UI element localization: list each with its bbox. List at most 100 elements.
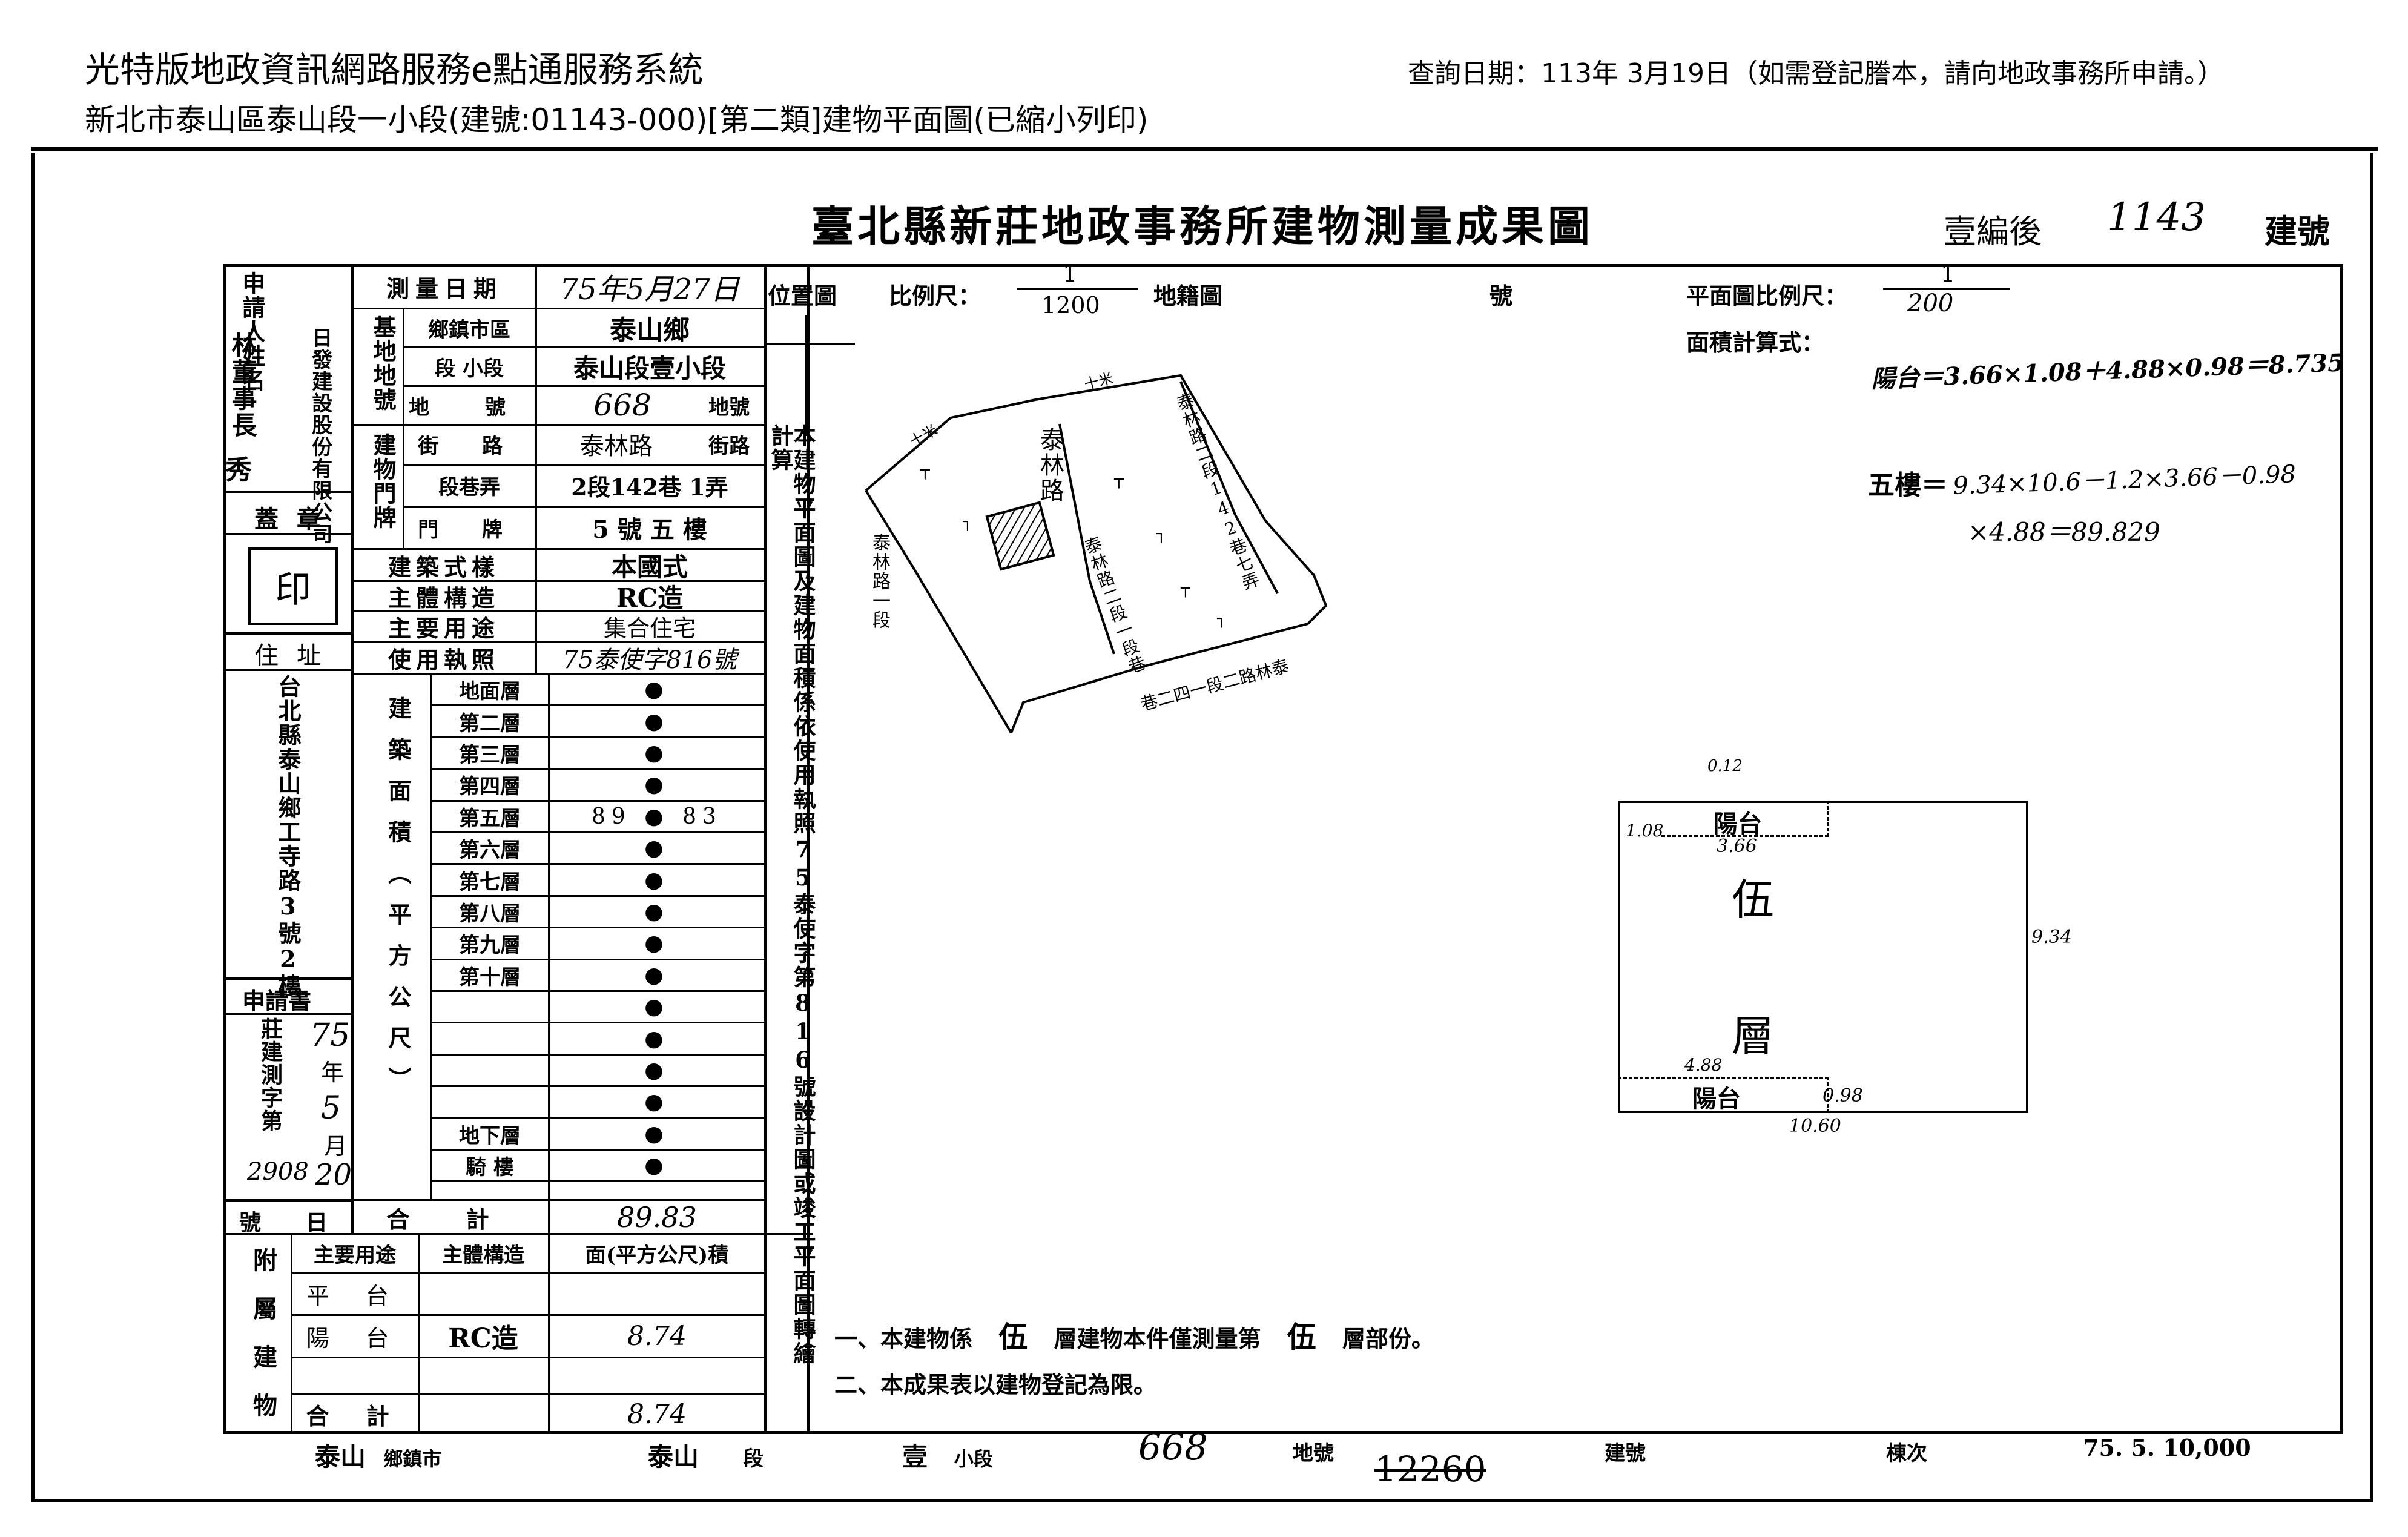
application-year-unit: 年 — [321, 1059, 345, 1086]
floor-row: 地面層 ● — [432, 675, 764, 707]
system-title: 光特版地政資訊網路服務e點通服務系統 — [85, 49, 704, 90]
door-label: 建物門牌 — [369, 433, 397, 530]
floor-name — [432, 1087, 548, 1117]
floor-area: 89 ● 83 — [592, 804, 722, 829]
map-road-1: 泰林路 — [1036, 427, 1064, 503]
floor-row: 第二層● — [432, 706, 764, 738]
annex-header-structure: 主體構造 — [442, 1243, 524, 1268]
footer-bldg-order-label: 棟次 — [1886, 1441, 1927, 1466]
seal-label: 蓋章 — [254, 505, 339, 534]
floor-row: 第七層● — [432, 865, 764, 897]
floor-row: ● — [432, 1056, 764, 1088]
land-suffix: 地號 — [708, 395, 750, 420]
floor-name: 第六層 — [459, 838, 521, 863]
floor-name: 地面層 — [459, 679, 521, 704]
floor-row: 地下層 ● — [432, 1119, 764, 1151]
day-label: 日 — [306, 1210, 328, 1235]
annex-row-area: 8.74 — [627, 1320, 687, 1352]
floor-row: 第八層 ● — [432, 897, 764, 929]
annex-header-use: 主要用途 — [314, 1243, 396, 1268]
floor-area: ● — [644, 740, 670, 765]
floor-name: 第八層 — [459, 901, 521, 926]
floor-area: ● — [644, 962, 670, 988]
total-label: 合 計 — [386, 1205, 513, 1233]
section-label: 段 小段 — [435, 356, 504, 381]
township-value: 泰山鄉 — [610, 315, 690, 346]
floor-row: ● — [432, 992, 764, 1024]
map-road-3: 泰林路一段 — [869, 533, 890, 630]
floor-area: ● — [644, 709, 670, 734]
floor-area: ● — [644, 1026, 670, 1051]
floor-name: 第三層 — [459, 742, 521, 767]
floor-char-1: 伍 — [1732, 875, 1774, 925]
floor-area: ● — [644, 677, 670, 702]
application-month-unit: 月 — [324, 1133, 348, 1160]
use-value: 集合住宅 — [603, 615, 696, 642]
floor-row: 第十層● — [432, 960, 764, 992]
dim-934: 9.34 — [2031, 927, 2072, 948]
street-suffix: 街路 — [708, 434, 750, 458]
base-label: 基地地號 — [369, 315, 397, 412]
floor-name — [432, 1023, 548, 1053]
scale-1200-num: 1 — [1063, 260, 1078, 287]
doorno-value: 5 號 五 樓 — [592, 515, 707, 544]
form-main-title: 臺北縣新莊地政事務所建物測量成果圖 — [811, 201, 1594, 251]
formula-label: 面積計算式： — [1686, 329, 1825, 356]
footer-print: 75. 5. 10,000 — [2083, 1434, 2251, 1461]
annex-row-use: 平 台 — [306, 1282, 404, 1309]
location-sketch: ┬ ┐ ┬ ┐ ┬ ┐ — [865, 374, 1328, 734]
style-label: 建築式樣 — [388, 553, 500, 581]
note-1: 一、本建物係 伍 層建物本件僅測量第 伍 層部份。 — [834, 1320, 1435, 1354]
floor-row: ● — [432, 1023, 764, 1056]
floor-row: 騎 樓● — [432, 1151, 764, 1183]
floor-area: ● — [644, 1121, 670, 1146]
floor-char-2: 層 — [1732, 1011, 1774, 1061]
location-map-label: 位置圖 — [768, 282, 837, 309]
street-value: 泰林路 — [580, 432, 653, 460]
floor-name: 第四層 — [459, 775, 521, 799]
map-mark: ┐ — [1156, 525, 1166, 543]
floor-area: ● — [644, 994, 670, 1020]
register-label: 壹編後 — [1944, 213, 2042, 251]
balcony-top-label: 陽台 — [1714, 810, 1762, 838]
map-mark: ┬ — [920, 461, 930, 480]
footer-land-label: 地號 — [1293, 1441, 1334, 1466]
application-label: 申請書 — [242, 987, 312, 1014]
total-value: 89.83 — [617, 1201, 697, 1234]
style-value: 本國式 — [611, 552, 688, 582]
annex-label: 附屬建物 — [249, 1248, 277, 1441]
area-col-label: 建築面積（平方公尺） — [384, 696, 412, 1108]
application-year: 75 — [310, 1017, 351, 1054]
floor-plan-outline — [1618, 801, 2028, 1113]
formula-5f-2: ×4.88＝89.829 — [1968, 517, 2160, 547]
address-label: 住址 — [254, 642, 339, 670]
number-label: 號 — [239, 1210, 262, 1235]
structure-label: 主體構造 — [388, 584, 500, 612]
floor-row: 第四層● — [432, 770, 764, 802]
balcony-top — [1661, 801, 1829, 837]
floor-name: 地下層 — [459, 1123, 521, 1148]
application-month: 5 — [321, 1090, 341, 1126]
floor-name — [432, 1056, 548, 1085]
note-2: 二、本成果表以建物登記為限。 — [834, 1371, 1157, 1398]
dim-488: 4.88 — [1684, 1055, 1723, 1075]
land-label: 地 號 — [409, 395, 530, 420]
footer-sub: 壹 小段 — [902, 1442, 993, 1472]
balcony-bottom-label: 陽台 — [1692, 1085, 1741, 1113]
doorno-label: 門 牌 — [418, 517, 521, 542]
floor-name: 第七層 — [459, 870, 521, 894]
applicant-company: 林董事長 — [228, 332, 257, 438]
footer-township: 泰山 鄉鎮市 — [315, 1442, 442, 1472]
license-label: 使用執照 — [388, 646, 500, 673]
annex-total-label: 合 計 — [306, 1402, 404, 1430]
floor-area: ● — [644, 899, 670, 924]
lane-value: 2段142巷 1弄 — [571, 473, 728, 501]
map-mark: ┬ — [1113, 471, 1124, 489]
floor-row: ● — [432, 1087, 764, 1119]
floor-area: ● — [644, 931, 670, 956]
plan-scale-den: 200 — [1907, 289, 1954, 317]
doc-title: 新北市泰山區泰山段一小段(建號:01143-000)[第二類]建物平面圖(已縮小… — [85, 102, 1149, 137]
floor-area: ● — [644, 1153, 670, 1178]
survey-date-label: 測量日期 — [386, 274, 503, 302]
floor-row: 第六層● — [432, 833, 764, 865]
